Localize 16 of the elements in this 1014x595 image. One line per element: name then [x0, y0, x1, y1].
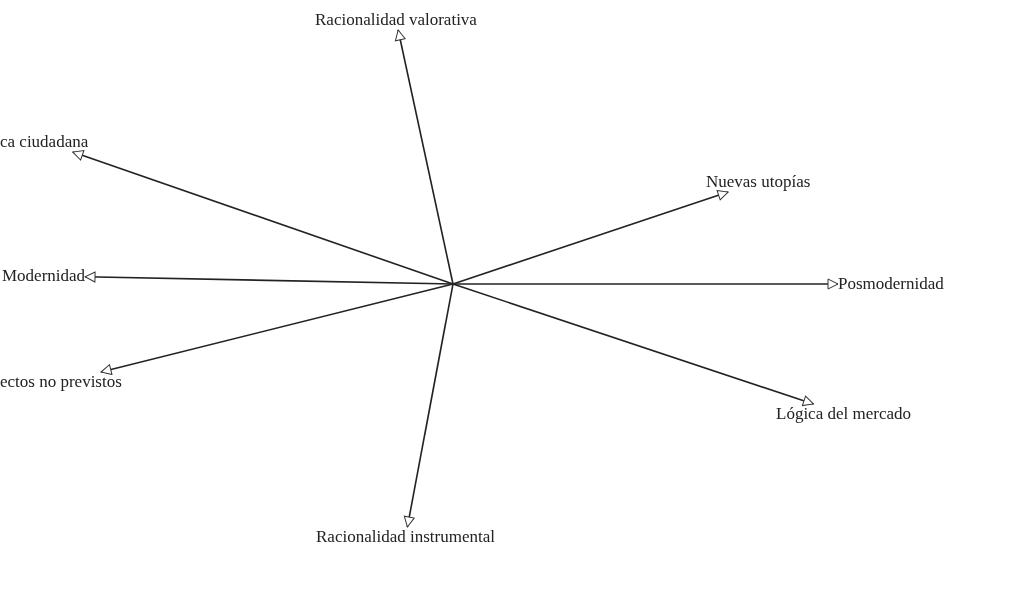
axis-label: Lógica del mercado: [776, 404, 911, 424]
axis-label: Racionalidad valorativa: [315, 10, 477, 30]
arrow: [100, 283, 454, 375]
axis-label: ectos no previstos: [0, 372, 122, 392]
axis-label: Modernidad: [2, 266, 86, 286]
axis-label: Nuevas utopías: [706, 172, 811, 192]
arrow: [84, 271, 454, 285]
arrow: [72, 150, 454, 285]
arrow: [452, 189, 729, 285]
arrow: [452, 283, 815, 407]
arrow: [394, 29, 454, 285]
axis-label: ca ciudadana: [0, 132, 89, 152]
arrow: [452, 278, 839, 290]
axis-label: Posmodernidad: [838, 274, 944, 294]
arrow: [403, 283, 454, 528]
axis-label: Racionalidad instrumental: [316, 527, 495, 547]
